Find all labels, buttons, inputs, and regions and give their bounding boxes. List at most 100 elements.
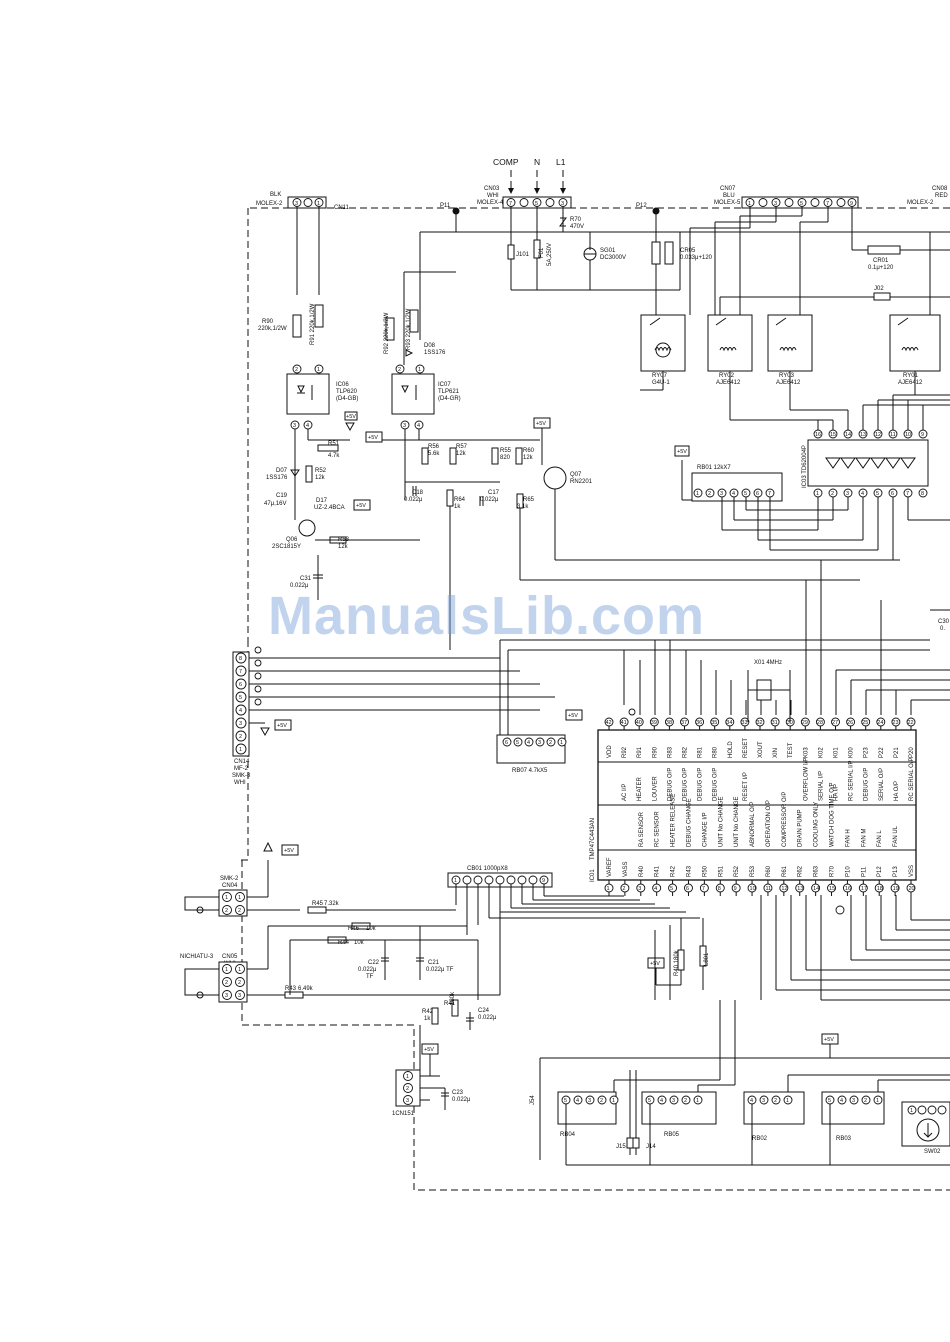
c31-value: 0.022μ [290,583,309,589]
svg-text:3: 3 [225,993,228,999]
ic01-bottom-pin-code: R52 [734,865,740,877]
ic01-pin-35 [710,717,720,727]
svg-text:6: 6 [505,740,508,746]
svg-text:1: 1 [225,967,228,973]
c22-tf: TF [366,974,374,980]
ry01-type: AJE6412 [898,380,923,386]
svg-text:7: 7 [906,491,909,497]
ic01-pin-number: 29 [802,720,808,726]
c24-label: C24 [478,1008,490,1014]
d17-label: D17 [316,498,328,504]
ic01-pin-number: 4 [654,886,657,892]
r70-value: 470V [570,224,584,230]
c18-value: 0.022μ [404,497,423,503]
plus5v-label-10: +5V [424,1047,434,1053]
j54-label: J54 [530,1095,536,1105]
ic01-pin-number: 25 [862,720,868,726]
svg-text:4: 4 [750,1098,753,1104]
ic01-bottom-pin-function: UNIT No CHANGE [734,796,740,847]
svg-text:3: 3 [239,721,242,727]
svg-text:9: 9 [921,432,924,438]
r57-value: 12k [456,451,467,457]
resistor-array-rb01: +5V RB01 12kX7 1 2 3 4 5 6 7 [674,445,950,560]
ic01-pin-number: 34 [726,720,732,726]
c21-value: 0.022μ TF [426,967,454,973]
r45-label: R45 [312,901,324,907]
ic01-bottom-pin-function: COMPRESSOR O/P [782,792,788,847]
ic01-pin-number: 5 [670,886,673,892]
svg-text:5: 5 [828,1098,831,1104]
ic01-pin-40 [634,717,644,727]
ic01-bottom-pin-function: UNIT No CHANGE [718,796,724,847]
ic01-pin-39 [649,717,659,727]
ic01-pin-number: 23 [892,720,898,726]
c17-label: C17 [488,490,500,496]
ic01-pin-number: 31 [772,720,778,726]
cn04-name: CN04 [222,883,238,889]
svg-text:3: 3 [561,201,564,207]
ic01-pin-number: 35 [711,720,717,726]
ic01-top-pin-code: TEST [788,742,794,758]
plus5v-label-8: +5V [284,848,294,854]
ic01-top-pin-code: XOUT [758,741,764,758]
relay-ry02: RY02 AJE6412 [707,314,753,386]
ry02-type: AJE6412 [716,380,741,386]
svg-text:2: 2 [239,734,242,740]
d08-value: 1SS176 [424,350,446,356]
r51-value: 4.7k [328,453,340,459]
svg-text:14: 14 [845,432,851,438]
r55-label: R55 [500,448,512,454]
j15-label: J15 [616,1144,626,1150]
ic06-name: IC06 [336,382,349,388]
cr01-value: 0.1μ+120 [868,265,894,271]
cn07-type: MOLEX-5 [714,200,741,206]
ic01-top-pin-function: HEATER [637,776,643,801]
cn07-color: BLU [723,193,735,199]
j101-label: J101 [516,252,530,258]
ic01-pin-25 [861,717,871,727]
svg-text:1: 1 [786,1098,789,1104]
d07-label: D07 [276,468,288,474]
svg-text:4: 4 [732,491,735,497]
svg-text:3: 3 [293,423,296,429]
connector-cn07: CN07 BLU MOLEX-5 1 3 5 7 9 [714,186,859,209]
ic01-pin-number: 11 [765,886,771,892]
x01-label: X01 4MHz [754,660,782,666]
ic01-pin-number: 30 [787,720,793,726]
ry01-name: RY01 [903,373,919,379]
input-protection: J101 F01 5A,250V SG01 DC3000V R70 470V C… [507,217,901,301]
svg-text:3: 3 [672,1098,675,1104]
svg-text:12: 12 [875,432,881,438]
opto-input-2: R92 220k,1/2W R93 220k,1/2W D08 1SS176 2… [365,271,900,650]
ic01-bottom-pin-function: WATCH DOG TIME O/P [830,782,836,847]
r41-value: 180k [450,991,456,1005]
ic01-pin-number: 14 [813,886,819,892]
ic01-top-pin-function: SERIAL O/P [879,768,885,801]
svg-text:3: 3 [720,491,723,497]
svg-text:9: 9 [542,878,545,884]
r45-value: 7.32k [324,901,340,907]
r55-value: 820 [500,455,511,461]
svg-text:4: 4 [306,423,309,429]
l801-label: L801 [704,952,710,966]
r52-label: R52 [315,468,327,474]
d07-value: 1SS176 [266,475,288,481]
ic01-bottom-pin-code: R60 [766,865,772,877]
cn14-color: WHI [234,780,246,786]
ic01-top-pin-code: P21 [894,747,900,758]
svg-text:6: 6 [756,491,759,497]
svg-text:3: 3 [774,201,777,207]
l1-label: L1 [556,157,566,167]
ic01-bottom-pin-code: R51 [718,865,724,877]
svg-text:5: 5 [564,1098,567,1104]
sensor-filter: R42 1k R41 180k C24 0.022μ +5V R40 180k … [420,912,710,1030]
watermark-text: ManualsLib.com [268,586,706,646]
cn03-type: MOLEX-4 [477,200,504,206]
rb05: 5 4 3 2 1 RB05 [641,1091,717,1138]
ic01-top-pin-function: HA I/P [834,784,840,801]
svg-text:3: 3 [403,423,406,429]
ic01-top-pin-function: DEBUG O/P [698,768,704,801]
r41-label: R41 [444,1001,456,1007]
